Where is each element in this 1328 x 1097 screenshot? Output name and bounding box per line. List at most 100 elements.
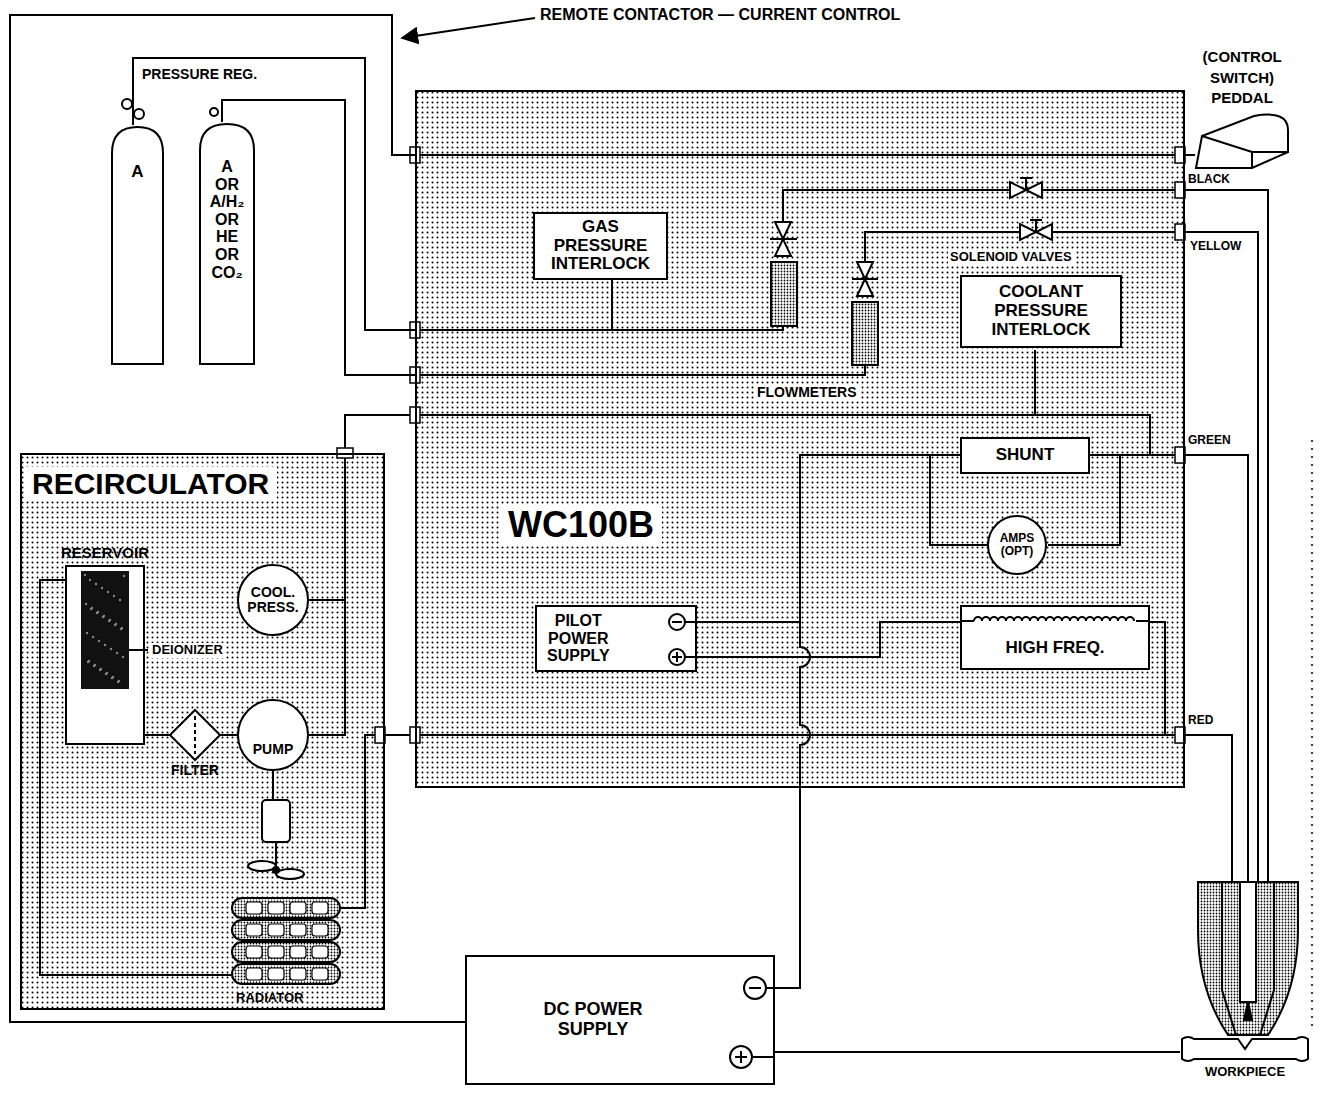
cylinder-valve xyxy=(122,99,132,109)
wire-line xyxy=(415,326,783,330)
connector-line xyxy=(10,15,465,1022)
stipple-ground xyxy=(20,453,385,1010)
radiator-coil xyxy=(268,946,284,958)
motor-fan xyxy=(248,800,304,879)
shape-outline xyxy=(67,567,143,743)
high-freq-box: HIGH FREQ. xyxy=(960,605,1150,670)
wire-line xyxy=(415,154,1195,156)
part-label: DEIONIZER xyxy=(150,643,225,658)
wire-line xyxy=(340,735,380,908)
hose-line xyxy=(1180,190,1268,882)
part-label: PRESSURE REG. xyxy=(142,66,257,82)
node-text: GAS PRESSURE INTERLOCK xyxy=(551,218,650,274)
wire-line xyxy=(415,365,865,375)
shape-outline xyxy=(962,607,1148,668)
shape-outline xyxy=(1192,112,1292,172)
part-label: REMOTE CONTACTOR — CURRENT CONTROL xyxy=(540,6,900,24)
wire-line xyxy=(380,734,1180,736)
flowmeter xyxy=(852,302,878,365)
radiator-coil xyxy=(246,946,262,958)
connector-line xyxy=(133,58,415,330)
node-text: RESERVOIR xyxy=(61,543,149,563)
radiator-coil xyxy=(312,924,328,936)
wire-line xyxy=(1150,622,1165,735)
solenoid-valve xyxy=(1010,178,1052,240)
radiator-coil xyxy=(312,902,328,914)
leader-arrow xyxy=(402,18,535,38)
wire-line xyxy=(697,621,800,623)
node-text: FILTER xyxy=(171,763,219,778)
hose-line xyxy=(1180,232,1258,882)
motor-fan xyxy=(248,861,276,871)
shunt-box: SHUNT xyxy=(960,437,1090,474)
torch-symbol xyxy=(1198,882,1298,1035)
radiator-coil xyxy=(232,920,340,940)
power-supply-box: DC POWER SUPPLY xyxy=(465,955,775,1085)
console-frame: GAS PRESSURE INTERLOCKCOOLANT PRESSURE I… xyxy=(415,90,1185,788)
connector-line xyxy=(145,734,170,736)
solenoid-valve xyxy=(1010,178,1042,198)
reservoir-box: RESERVOIR xyxy=(65,565,145,745)
filter-diamond: FILTER xyxy=(170,710,220,760)
node-text: WORKPIECE xyxy=(1205,1065,1285,1079)
radiator-coil xyxy=(290,968,306,980)
wire-line xyxy=(345,415,1150,600)
wire-line xyxy=(40,155,1195,988)
node-text: RECIRCULATOR xyxy=(24,467,277,500)
gauge-circle: COOL. PRESS. xyxy=(237,564,309,636)
radiator-coil xyxy=(246,968,262,980)
node-text: PILOT POWER SUPPLY xyxy=(547,612,610,665)
connector-line xyxy=(220,734,237,736)
radiator-coil xyxy=(290,902,306,914)
flowmeter xyxy=(771,239,878,365)
recirculator-frame: RESERVOIR COOL. PRESS. FILTER PUMP RECIRCULA… xyxy=(20,453,385,1010)
node-text: COOL. PRESS. xyxy=(247,585,298,616)
shape-outline xyxy=(1180,1035,1310,1062)
part-label: GREEN xyxy=(1188,434,1231,448)
part-label: RED xyxy=(1188,714,1213,728)
connector-line xyxy=(697,622,960,657)
node-text: SHUNT xyxy=(996,446,1055,465)
radiator-coil xyxy=(246,924,262,936)
node-text: AMPS (OPT) xyxy=(1000,532,1035,558)
torch-symbol xyxy=(1222,882,1274,1035)
power-supply-box: PILOT POWER SUPPLY xyxy=(535,605,697,672)
connector-group xyxy=(10,15,1180,1052)
gas-cylinder: A OR A/H₂ OR HE OR CO₂ xyxy=(198,122,256,365)
radiator-coil xyxy=(268,902,284,914)
hose-line xyxy=(1180,735,1232,882)
radiator-coil xyxy=(290,924,306,936)
port-fitting xyxy=(337,147,1185,743)
wire-line xyxy=(1034,350,1036,415)
radiator-coil xyxy=(232,964,340,984)
node-text: (CONTROL SWITCH) PEDDAL xyxy=(1203,47,1282,108)
radiator-coil xyxy=(268,924,284,936)
node-text: DC POWER SUPPLY xyxy=(518,1000,668,1040)
radiator-coil xyxy=(312,968,328,980)
torch-symbol xyxy=(1240,882,1256,1002)
wire-line xyxy=(775,455,930,988)
wire-line xyxy=(783,190,1180,222)
pump-circle: PUMP xyxy=(237,699,309,771)
radiator-coil xyxy=(232,898,340,984)
cylinder-valve xyxy=(134,109,144,119)
part-label: RADIATOR xyxy=(236,991,303,1006)
needle-valve xyxy=(770,222,873,296)
node-text: WC100B xyxy=(500,505,662,545)
leader-arrow xyxy=(402,18,535,38)
interlock-box: GAS PRESSURE INTERLOCK xyxy=(533,212,668,280)
node-text: A xyxy=(131,163,143,182)
ammeter-circle: AMPS (OPT) xyxy=(987,515,1047,575)
wire-line xyxy=(611,276,613,330)
pedal-switch: (CONTROL SWITCH) PEDDAL xyxy=(1192,112,1292,172)
flowmeter xyxy=(771,262,797,326)
hose-line xyxy=(1311,440,1313,1030)
torch-symbol xyxy=(1198,882,1298,1035)
needle-valve xyxy=(770,239,865,279)
part-label: SOLENOID VALVES xyxy=(948,250,1074,265)
stipple-ground xyxy=(20,90,1185,1010)
connector-line xyxy=(309,600,345,735)
motor-fan xyxy=(262,800,290,842)
cylinder-valve xyxy=(210,108,218,116)
